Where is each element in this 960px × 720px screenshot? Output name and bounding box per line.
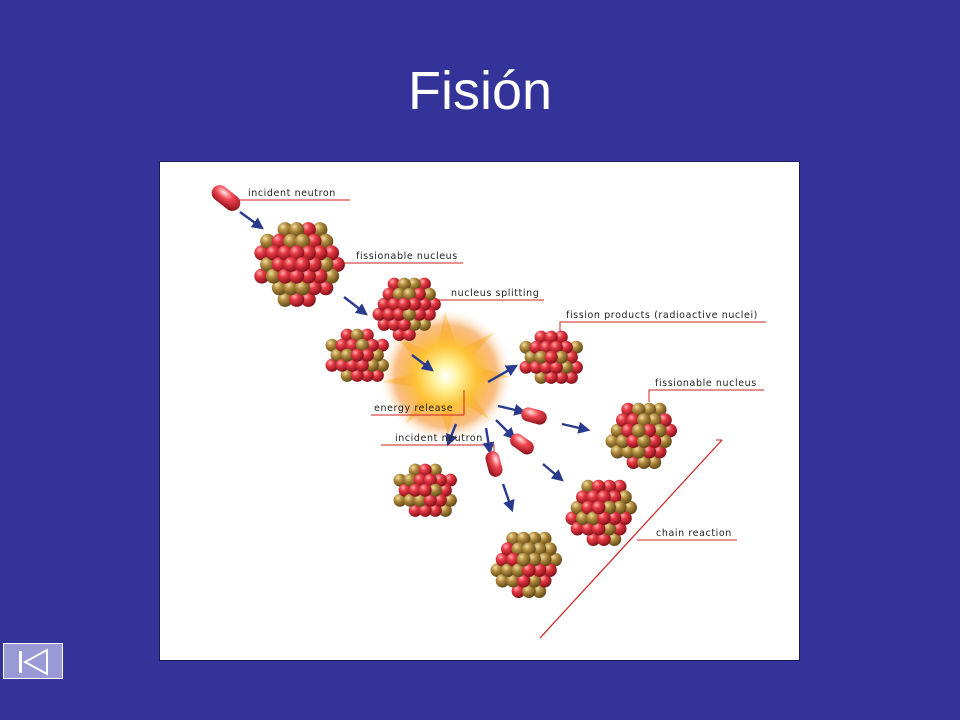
nucleus-fissionable-2 [605, 402, 677, 470]
slide-title: Fisión [407, 61, 553, 121]
nucleus-splitting-top [372, 277, 441, 341]
labels: incident neutron fissionable nucleus nuc… [248, 188, 758, 539]
leader-lines [236, 199, 766, 639]
neutrons [211, 185, 547, 477]
leader-fission-products [559, 321, 766, 352]
label-chain-reaction: chain reaction [656, 528, 732, 539]
label-energy-release: energy release [374, 403, 453, 414]
arrow-to-nucleus-d [501, 483, 515, 513]
nucleus-splitting-bottom [325, 328, 389, 382]
back-button[interactable] [3, 643, 63, 679]
neutron-released-a [521, 407, 547, 425]
label-fissionable-nucleus-2: fissionable nucleus [655, 378, 757, 389]
fission-diagram-svg: incident neutron fissionable nucleus nuc… [211, 185, 766, 639]
label-incident-neutron-1: incident neutron [248, 188, 336, 199]
arrow-neutron-in [239, 211, 264, 230]
nucleus-product-1 [519, 330, 583, 384]
nuclei [254, 222, 677, 598]
leader-fissionable-nucleus-2 [648, 389, 764, 402]
fission-diagram: incident neutron fissionable nucleus nuc… [159, 161, 800, 661]
skip-back-icon [19, 648, 48, 676]
leader-energy-release [371, 390, 465, 416]
arrow-to-product-1 [487, 364, 519, 384]
arrow-to-nucleus-b [561, 421, 591, 434]
label-fission-products: fission products (radioactive nuclei) [566, 310, 758, 321]
neutron-incident [211, 185, 241, 211]
energy-burst [378, 308, 514, 444]
neutron-released-c [485, 451, 503, 477]
nucleus-fissionable-1 [254, 222, 345, 307]
nucleus-chain-c [490, 531, 562, 598]
arrow-to-neutron-c [482, 427, 495, 455]
arrow-to-neutron-a [497, 403, 527, 416]
label-incident-neutron-2: incident neutron [395, 433, 483, 444]
arrow-to-product-2 [445, 423, 458, 447]
label-nucleus-splitting: nucleus splitting [451, 288, 539, 299]
nucleus-product-2 [393, 463, 457, 517]
chain-reaction-line [539, 439, 723, 639]
nucleus-chain-b [565, 479, 637, 546]
neutron-released-b [510, 433, 534, 455]
label-fissionable-nucleus-1: fissionable nucleus [356, 251, 458, 262]
arrow-split [343, 296, 368, 316]
arrow-to-neutron-b [495, 419, 516, 440]
arrow-to-blast [411, 354, 434, 372]
arrow-to-nucleus-c [542, 463, 564, 482]
arrows [239, 211, 591, 513]
